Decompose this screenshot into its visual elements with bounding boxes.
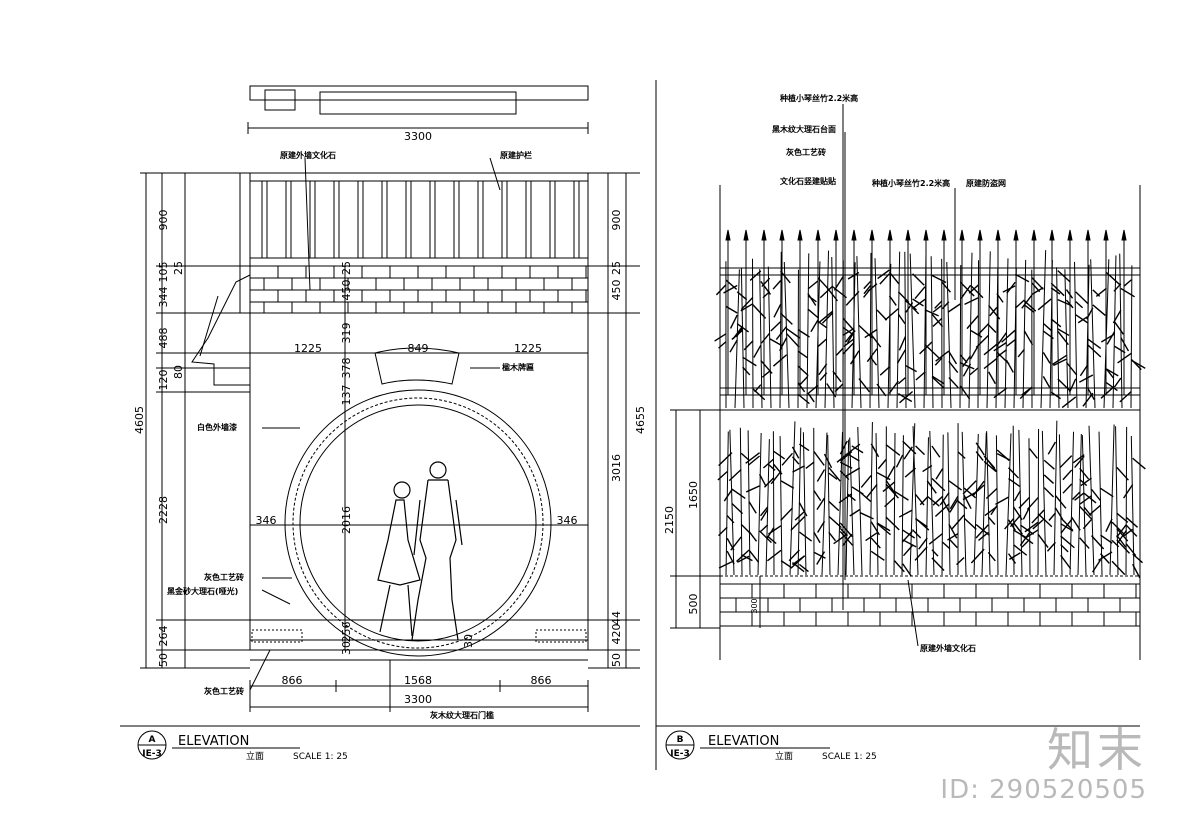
- label-gray-tile-b: 灰色工艺砖: [786, 147, 826, 157]
- watermark-id: ID: 290520505: [940, 775, 1147, 805]
- dim-seg-2: 1568: [404, 674, 432, 687]
- label-railing: 原建护栏: [500, 150, 532, 160]
- dim-b-0: 2150: [663, 506, 676, 534]
- elevation-a-texts: 3300 3300 866 1568 866 1225 849 1225 346…: [133, 130, 647, 720]
- railing: [249, 172, 589, 267]
- dim-l-6: 120: [157, 370, 170, 391]
- tag-a-top: A: [149, 735, 156, 745]
- human-figures: [377, 461, 463, 641]
- dim-mid-2: 849: [408, 342, 429, 355]
- elevation-b: [670, 104, 1146, 660]
- label-plaque: 楹木牌匾: [502, 362, 534, 372]
- sheet-frame: [120, 80, 1140, 770]
- main-wall: [249, 312, 589, 651]
- label-bamboo-2: 种植小琴丝竹2.2米高: [871, 178, 950, 188]
- dim-side-1: 346: [256, 514, 277, 527]
- top-plan-strip: [249, 85, 589, 101]
- dim-r-6: 50: [610, 653, 623, 667]
- dim-left-total: 4605: [133, 406, 146, 434]
- scale-b: SCALE 1: 25: [822, 752, 877, 762]
- dim-seg-3: 866: [531, 674, 552, 687]
- dim-l-0: 900: [157, 210, 170, 231]
- dim-l-8: 264: [157, 626, 170, 647]
- label-white-paint: 白色外墙漆: [197, 422, 237, 432]
- elevation-a: [140, 85, 640, 712]
- dim-i-4: 137: [340, 385, 353, 406]
- tag-b-top: B: [677, 735, 684, 745]
- tag-b-bottom: IE-3: [670, 749, 690, 759]
- dim-seg-1: 866: [282, 674, 303, 687]
- label-black-marble: 黑金砂大理石(哑光): [167, 586, 238, 596]
- title-a: ELEVATION: [178, 734, 249, 749]
- dim-i-0: 450: [340, 280, 353, 301]
- label-gray-tile: 灰色工艺砖: [204, 572, 244, 582]
- dim-i-1: 25: [340, 261, 353, 275]
- dim-i-3: 378: [340, 358, 353, 379]
- watermark: 知末 ID: 290520505: [940, 725, 1147, 805]
- dim-30: 30: [462, 634, 475, 648]
- dim-top: 3300: [404, 130, 432, 143]
- moon-gate-pattern: [292, 397, 544, 649]
- label-bamboo-1: 种植小琴丝竹2.2米高: [779, 93, 858, 103]
- dim-right-total: 4655: [634, 406, 647, 434]
- label-fence: 原建防盗网: [966, 178, 1006, 188]
- dim-l-1: 105: [157, 262, 170, 283]
- wood-plaque: [374, 347, 460, 385]
- title-block-b: B IE-3 ELEVATION 立面 SCALE 1: 25: [670, 734, 877, 762]
- label-culture-paste: 文化石竖建贴贴: [780, 176, 836, 186]
- title-block-a: A IE-3 ELEVATION 立面 SCALE 1: 25: [142, 734, 348, 762]
- label-door-sill: 灰木纹大理石门槛: [430, 710, 494, 720]
- dim-i-6: 256: [340, 622, 353, 643]
- dim-mid-1: 1225: [294, 342, 322, 355]
- dim-r-2: 450: [610, 280, 623, 301]
- dim-l-3: 344: [157, 287, 170, 308]
- dim-l-9: 50: [157, 653, 170, 667]
- label-gray-tile-2: 灰色工艺砖: [204, 686, 244, 696]
- dim-r-4: 420: [610, 624, 623, 645]
- greek-key-band: [719, 575, 1141, 585]
- subtitle-a: 立面: [246, 750, 264, 762]
- dim-r-5: 44: [610, 611, 623, 625]
- dim-l-4: 488: [157, 328, 170, 349]
- label-marble-top: 黑木纹大理石台面: [772, 124, 836, 134]
- dim-b-1: 1650: [687, 481, 700, 509]
- dim-mid-3: 1225: [514, 342, 542, 355]
- dim-r-3: 3016: [610, 454, 623, 482]
- label-culture-stone-b: 原建外墙文化石: [920, 643, 976, 653]
- dim-i-5: 2016: [340, 506, 353, 534]
- dim-l-7: 2228: [157, 496, 170, 524]
- dim-bottom: 3300: [404, 693, 432, 706]
- moon-gate-inner: [299, 404, 537, 642]
- dim-b-inner: 300: [750, 598, 759, 613]
- title-b: ELEVATION: [708, 734, 779, 749]
- moon-gate-outer: [284, 389, 552, 657]
- subtitle-b: 立面: [775, 750, 793, 762]
- scale-a: SCALE 1: 25: [293, 752, 348, 762]
- dim-b-2: 500: [687, 594, 700, 615]
- dim-side-2: 346: [557, 514, 578, 527]
- culture-stone-wall: [719, 583, 1141, 627]
- dim-i-7: 30: [340, 641, 353, 655]
- elevation-b-texts: 种植小琴丝竹2.2米高 黑木纹大理石台面 灰色工艺砖 文化石竖建贴贴 种植小琴丝…: [663, 93, 1006, 653]
- dim-i-2: 319: [340, 323, 353, 344]
- dim-r-0: 900: [610, 210, 623, 231]
- label-culture-stone: 原建外墙文化石: [280, 150, 336, 160]
- dim-l-2: 25: [172, 261, 185, 275]
- watermark-brand: 知末: [1047, 723, 1147, 777]
- side-roof: [191, 274, 251, 386]
- dim-r-1: 25: [610, 261, 623, 275]
- tag-a-bottom: IE-3: [142, 749, 162, 759]
- dim-l-5: 80: [172, 365, 185, 379]
